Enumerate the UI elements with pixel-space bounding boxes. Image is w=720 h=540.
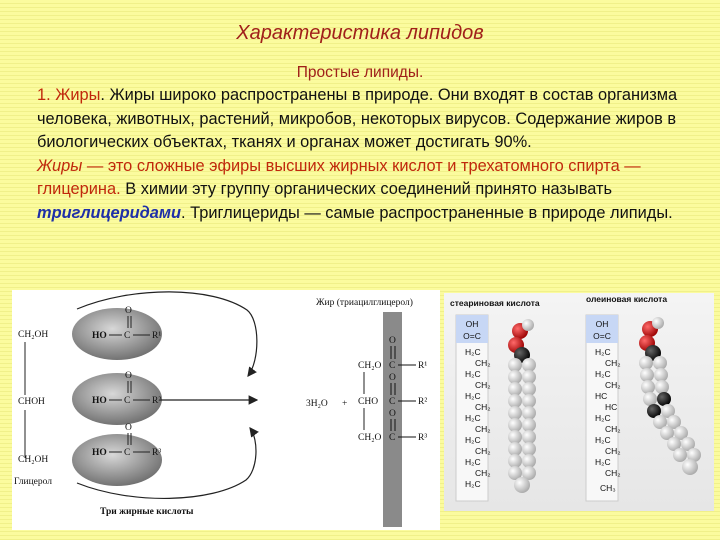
acid-group-2: HO C O R² <box>92 371 161 406</box>
oleic-acid-model <box>639 317 701 475</box>
svg-text:O: O <box>125 371 132 381</box>
svg-text:C: C <box>124 396 130 406</box>
glycerol-group-3: CH₂OH <box>18 455 48 465</box>
oleic-acid-label: олеиновая кислота <box>586 294 667 304</box>
svg-text:O: O <box>125 423 132 433</box>
triglycerides-emphasis: триглицеридами <box>37 203 182 222</box>
fat-row-3: CH₂O C O R³ <box>358 409 427 443</box>
fat-row-1: CH₂O C O R¹ <box>358 336 427 371</box>
svg-text:CH₂O: CH₂O <box>358 361 382 371</box>
svg-text:R³: R³ <box>152 448 161 458</box>
svg-text:CH₂: CH₂ <box>605 424 621 434</box>
svg-text:CH₂: CH₂ <box>605 358 621 368</box>
acids-label: Три жирные кислоты <box>100 507 194 517</box>
svg-text:O: O <box>125 306 132 316</box>
svg-text:CHO: CHO <box>358 397 378 407</box>
svg-text:C: C <box>124 331 130 341</box>
slide-body-text: 1. Жиры. Жиры широко распространены в пр… <box>37 84 697 225</box>
svg-text:H₂C: H₂C <box>595 435 611 445</box>
reaction-diagram-svg: CH₂OH CHOH CH₂OH Глицерол HO C O R¹ HO C… <box>14 291 427 527</box>
svg-text:CH₂O: CH₂O <box>358 433 382 443</box>
svg-text:CH₂: CH₂ <box>605 468 621 478</box>
reaction-ellipse <box>72 308 162 360</box>
svg-text:R³: R³ <box>418 433 427 443</box>
svg-text:H₂C: H₂C <box>595 347 611 357</box>
glycerol-label: Глицерол <box>14 477 52 487</box>
svg-text:CH₂: CH₂ <box>475 424 491 434</box>
svg-text:HO: HO <box>92 448 107 458</box>
svg-text:H₂C: H₂C <box>465 413 481 423</box>
svg-text:C: C <box>389 361 395 371</box>
svg-text:CH₂: CH₂ <box>475 358 491 368</box>
svg-text:CH₃: CH₃ <box>600 483 616 493</box>
fat-term: Жиры <box>37 156 83 175</box>
svg-text:H₂C: H₂C <box>465 457 481 467</box>
acid-group-3: HO C O R³ <box>92 423 161 458</box>
svg-text:H₂C: H₂C <box>465 479 481 489</box>
svg-text:OH: OH <box>596 319 609 329</box>
glycerol-group-2: CHOH <box>18 397 45 407</box>
paragraph-number: 1. Жиры <box>37 86 101 104</box>
svg-text:CH₂: CH₂ <box>605 380 621 390</box>
svg-text:O=C: O=C <box>593 331 611 341</box>
svg-text:CH₂: CH₂ <box>475 380 491 390</box>
svg-text:C: C <box>124 448 130 458</box>
acid-group-1: HO C O R¹ <box>92 306 161 341</box>
fat-bar <box>383 312 402 527</box>
paragraph-2-text: В химии эту группу органических соединен… <box>120 180 613 198</box>
molecular-models-svg: стеариновая кислота олеиновая кислота OH… <box>450 294 701 502</box>
svg-text:HC: HC <box>595 391 607 401</box>
fat-definition: это сложные эфиры высших жирных кислот и… <box>37 156 641 199</box>
fat-label: Жир (триацилглицерол) <box>316 297 413 308</box>
svg-text:H₂C: H₂C <box>595 457 611 467</box>
svg-text:CH₂: CH₂ <box>475 446 491 456</box>
fat-dash: — <box>82 156 108 175</box>
svg-text:H₂C: H₂C <box>595 413 611 423</box>
svg-text:O: O <box>389 409 396 419</box>
svg-text:H₂C: H₂C <box>595 369 611 379</box>
svg-text:H₂C: H₂C <box>465 347 481 357</box>
glycerol-group-1: CH₂OH <box>18 330 48 340</box>
svg-text:HC: HC <box>605 402 617 412</box>
svg-text:H₂C: H₂C <box>465 435 481 445</box>
svg-text:CH₂: CH₂ <box>475 468 491 478</box>
svg-text:R¹: R¹ <box>152 331 161 341</box>
paragraph-2-end: . Триглицериды — самые распространенные … <box>181 203 673 222</box>
slide-title: Характеристика липидов <box>236 22 484 44</box>
molecular-models-photo: стеариновая кислота олеиновая кислота OH… <box>444 293 714 511</box>
svg-text:CH₂: CH₂ <box>605 446 621 456</box>
stearic-acid-label: стеариновая кислота <box>450 298 540 308</box>
svg-text:R¹: R¹ <box>418 361 427 371</box>
slide-subtitle: Простые липиды. <box>296 64 424 81</box>
plus-sign: + <box>342 399 347 409</box>
svg-text:R²: R² <box>152 396 161 406</box>
svg-text:CH₂: CH₂ <box>475 402 491 412</box>
reaction-diagram: CH₂OH CHOH CH₂OH Глицерол HO C O R¹ HO C… <box>12 290 440 530</box>
reaction-ellipse <box>72 434 162 486</box>
reaction-ellipse <box>72 373 162 425</box>
svg-text:HO: HO <box>92 396 107 406</box>
svg-text:O: O <box>389 336 396 346</box>
svg-text:HO: HO <box>92 331 107 341</box>
oleic-formula-card: OH O=C H₂C CH₂ H₂C CH₂ HC HC H₂C CH₂ H₂C… <box>585 314 621 502</box>
stearic-formula-card: OH O=C H₂C CH₂ H₂C CH₂ H₂C CH₂ H₂C CH₂ H… <box>455 314 491 502</box>
svg-text:H₂C: H₂C <box>465 369 481 379</box>
svg-text:C: C <box>389 433 395 443</box>
water-label: 3H₂O <box>306 399 328 409</box>
svg-text:O=C: O=C <box>463 331 481 341</box>
svg-text:H₂C: H₂C <box>465 391 481 401</box>
svg-text:R²: R² <box>418 397 427 407</box>
svg-text:C: C <box>389 397 395 407</box>
svg-text:O: O <box>389 373 396 383</box>
paragraph-1-text: . Жиры широко распространены в природе. … <box>37 86 678 151</box>
fat-row-2: CHO C O R² <box>358 373 427 407</box>
reaction-arrow-top <box>76 291 258 377</box>
stearic-acid-model <box>508 319 536 493</box>
svg-text:OH: OH <box>466 319 479 329</box>
reaction-arrow-bottom <box>76 427 259 499</box>
